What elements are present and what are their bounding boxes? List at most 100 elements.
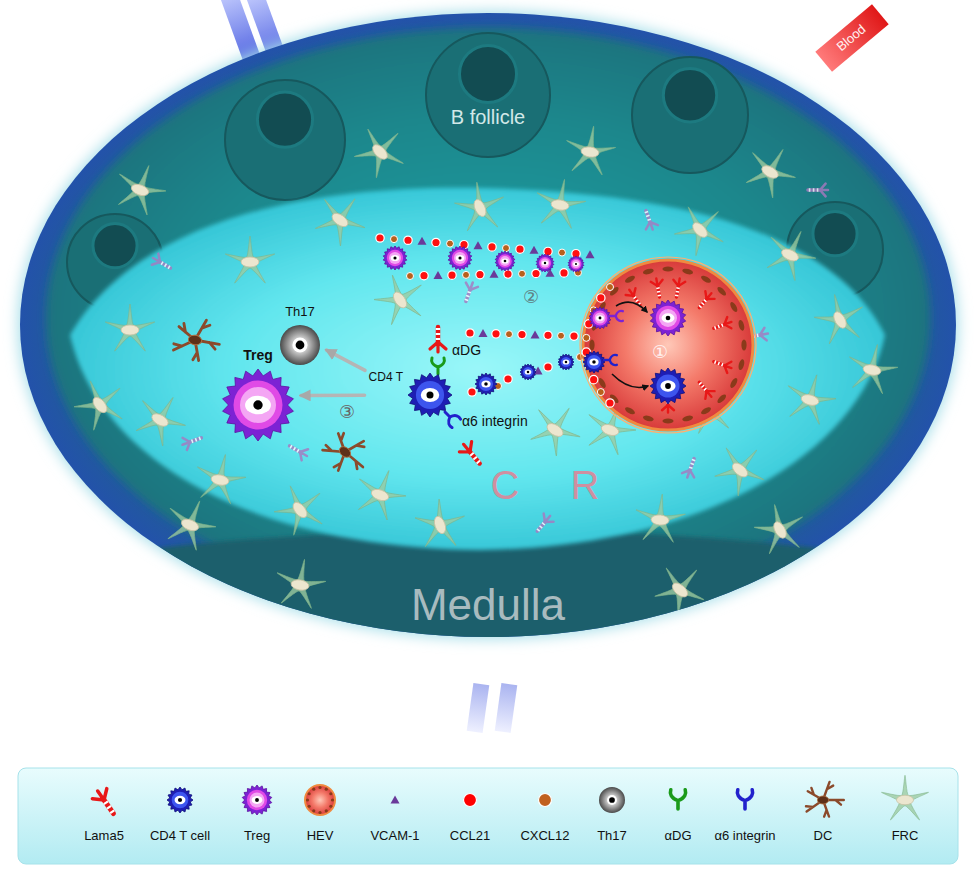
lama5-stripes xyxy=(161,263,170,268)
lama5-arms xyxy=(464,280,479,292)
adg-receptor xyxy=(432,358,445,374)
dendritic-cell xyxy=(172,315,223,363)
ccl21-dot xyxy=(597,294,605,302)
legend-swatch xyxy=(539,794,552,807)
endothelial-cell xyxy=(624,274,636,284)
frc-cell xyxy=(523,395,590,461)
art-path xyxy=(648,554,716,622)
lama5-symbol xyxy=(286,440,310,461)
dendritic-cell xyxy=(806,782,844,817)
art-path xyxy=(105,304,154,351)
lama5-stripes xyxy=(714,362,723,365)
lama5-symbol xyxy=(180,432,203,451)
lama5-stripes xyxy=(466,292,470,302)
art-path xyxy=(809,286,874,352)
cd4-cell-inner xyxy=(561,357,571,367)
lama5-symbol xyxy=(712,316,734,334)
region-label: αDG xyxy=(452,342,481,358)
art-path xyxy=(523,395,590,461)
cd4-t-cell xyxy=(558,354,574,370)
ccl21-dot xyxy=(516,245,524,253)
cell-core xyxy=(426,391,433,398)
lama5-symbol xyxy=(650,277,665,298)
cell-nucleus xyxy=(501,258,508,263)
treg-cell-inner xyxy=(234,381,283,430)
lama5-tail xyxy=(104,800,113,814)
lama5-tail xyxy=(658,286,660,297)
treg-cell-inner xyxy=(247,790,267,810)
endothelial-cell xyxy=(609,286,620,297)
art-path xyxy=(272,555,329,610)
lama5-tail xyxy=(436,327,441,342)
endothelial-cell xyxy=(741,340,746,351)
endothelial-cell xyxy=(624,406,636,416)
lymph-vessel xyxy=(244,0,288,67)
lama5-symbol xyxy=(457,439,485,468)
ccl21-dot xyxy=(504,270,512,278)
ccl21-dot xyxy=(572,249,580,257)
cell-symbol xyxy=(280,325,320,365)
art-ellipse xyxy=(600,422,620,437)
art-path xyxy=(173,336,195,353)
hev xyxy=(583,260,753,430)
ccl21-dot xyxy=(589,375,597,383)
lama5-tail xyxy=(699,382,706,391)
ccl21-dot xyxy=(504,375,512,383)
art-path xyxy=(308,185,375,252)
lama5-arms xyxy=(430,342,446,352)
ccl21-dot xyxy=(582,348,590,356)
cxcl12-dot xyxy=(597,389,604,396)
vcam1-triangle xyxy=(531,330,540,338)
endothelial-cell xyxy=(591,359,599,371)
lama5-tail xyxy=(808,188,820,192)
callout-number: ② xyxy=(523,287,539,308)
art-path xyxy=(369,265,436,332)
treg-cell xyxy=(448,246,472,270)
cell-core xyxy=(296,341,305,350)
frc-cell xyxy=(749,496,814,562)
cell-graphic xyxy=(219,366,297,444)
endothelial-cell xyxy=(589,340,594,351)
art-path xyxy=(350,462,413,523)
ccl21-dot xyxy=(460,241,468,249)
legend-label: CCL21 xyxy=(450,828,490,844)
medulla-region xyxy=(60,530,916,700)
art-path xyxy=(345,436,367,459)
lama5-stripes xyxy=(290,446,299,451)
cell-core xyxy=(666,316,671,321)
ccl21-dot xyxy=(420,272,428,280)
lama5-stripes xyxy=(436,327,441,340)
treg-cell-inner xyxy=(452,250,468,266)
b-follicle xyxy=(225,80,345,200)
region-label: C xyxy=(491,462,520,508)
paracortex xyxy=(70,188,885,550)
lama5-stripes xyxy=(105,802,113,814)
art-path xyxy=(823,800,829,817)
cortex xyxy=(46,28,930,608)
treg-cell xyxy=(568,256,584,272)
art-ellipse xyxy=(472,198,489,219)
lama5-symbol xyxy=(681,457,700,480)
legend-symbol xyxy=(242,785,272,815)
legend-hev-dot xyxy=(318,811,321,814)
frc-cell xyxy=(225,236,274,283)
cell-symbol xyxy=(408,373,452,417)
treg-cell xyxy=(495,251,515,271)
legend-symbol xyxy=(670,790,685,809)
art-path xyxy=(412,493,473,556)
lama5-symbol xyxy=(808,184,828,197)
ccl21-dot xyxy=(466,329,474,337)
art-path xyxy=(882,775,929,820)
lama5-arms xyxy=(180,436,192,451)
frc-cell xyxy=(809,286,874,352)
art-path xyxy=(680,376,745,442)
ccl21-dot xyxy=(585,320,593,328)
transmigration-arrow xyxy=(616,302,647,312)
endothelial-cell xyxy=(682,268,694,276)
legend-label: DC xyxy=(814,828,833,844)
lama5-arms xyxy=(457,439,476,457)
lama5-arms xyxy=(722,316,733,330)
frc-cell xyxy=(563,123,619,176)
lama5-arms xyxy=(759,327,769,341)
